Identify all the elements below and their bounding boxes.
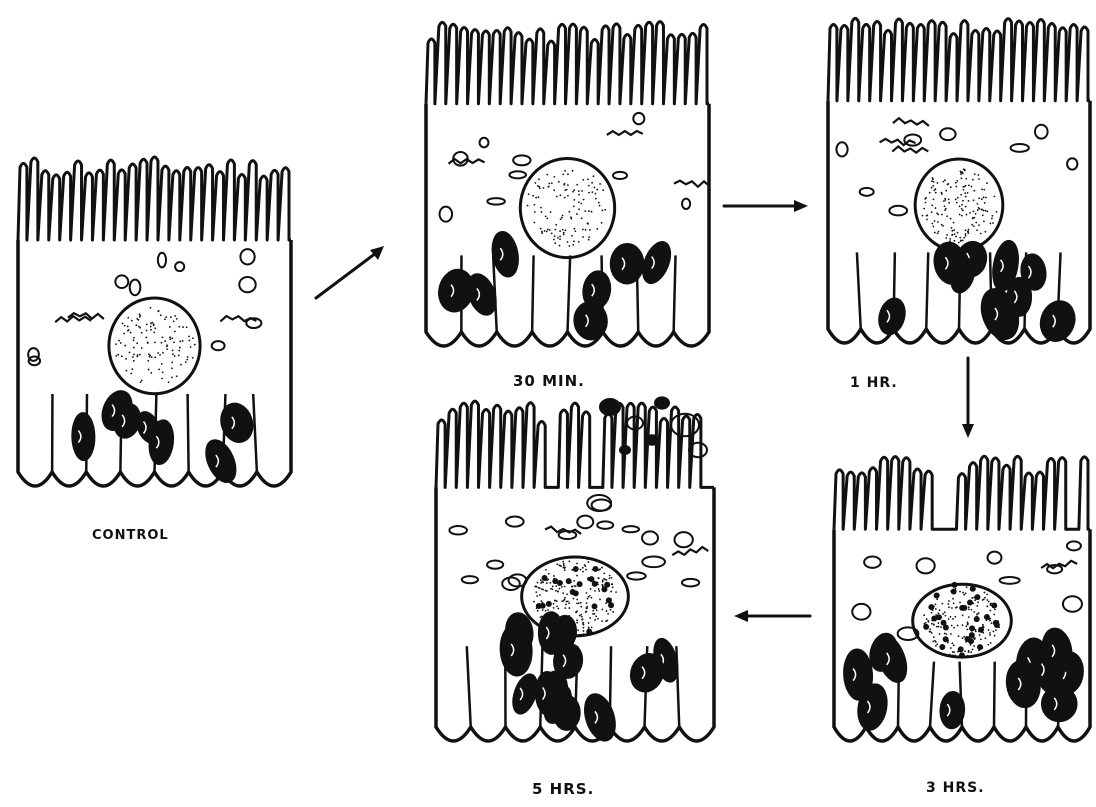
label-control: CONTROL — [92, 528, 169, 543]
cell-30min — [420, 15, 715, 360]
cell-1hr — [822, 12, 1096, 357]
arrow-1hr-to-3hrs — [958, 356, 978, 442]
arrow-control-to-30min — [310, 240, 390, 310]
label-3hrs: 3 HRS. — [926, 780, 985, 796]
cell-body — [18, 240, 291, 486]
label-1hr: 1 HR. — [850, 375, 898, 391]
cell-5hrs — [430, 395, 720, 755]
label-5hrs: 5 HRS. — [532, 780, 594, 798]
arrow-3hrs-to-5hrs — [732, 606, 812, 626]
label-30min: 30 MIN. — [513, 372, 585, 390]
cell-control — [12, 150, 297, 500]
microvilli — [18, 157, 291, 240]
cell-3hrs — [828, 450, 1096, 755]
arrow-30min-to-1hr — [722, 196, 812, 216]
